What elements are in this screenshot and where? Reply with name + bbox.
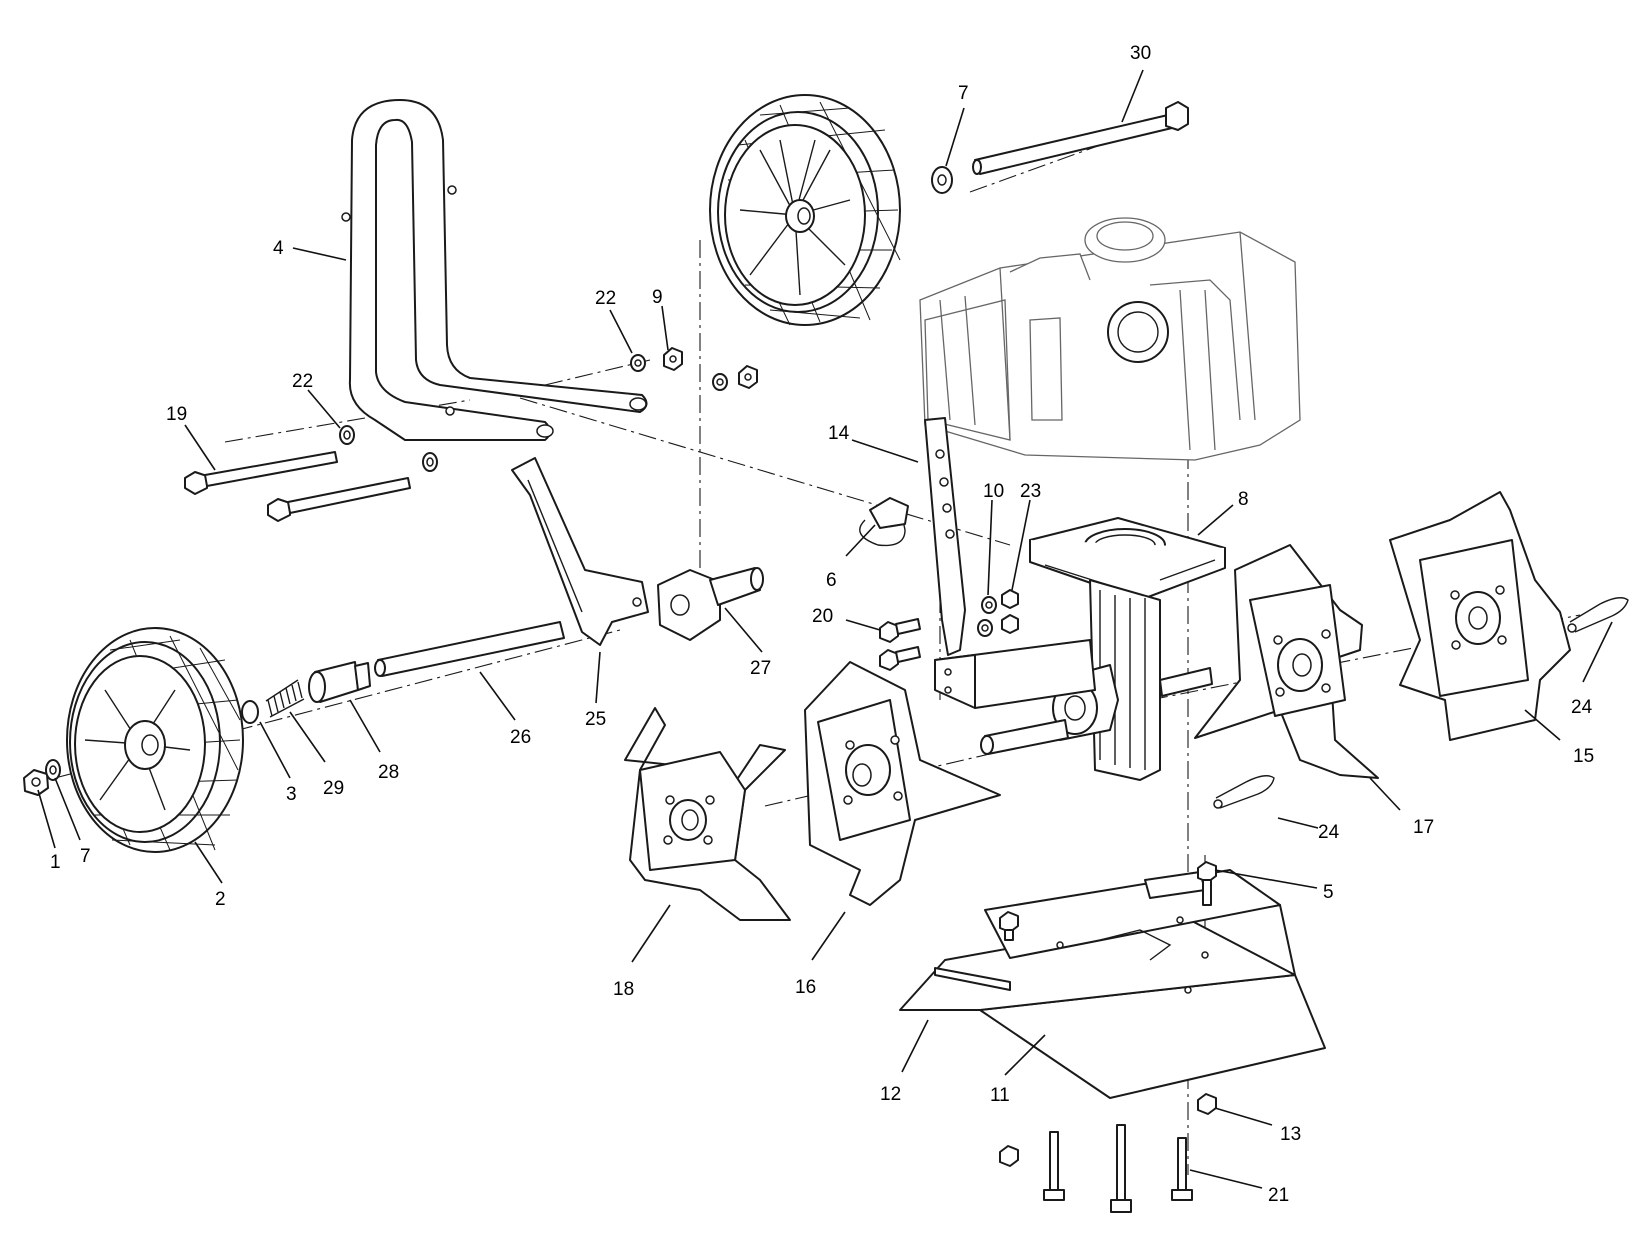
washer-7-lower xyxy=(45,759,61,781)
pivot-block-27 xyxy=(657,567,764,641)
mounting-bracket xyxy=(934,639,1096,709)
hitch-pin-6 xyxy=(859,497,909,547)
nut-13 xyxy=(1197,1093,1217,1115)
bolts-21 xyxy=(1043,1124,1193,1213)
callout-14: 14 xyxy=(828,423,850,444)
bushing-28 xyxy=(308,661,371,703)
bolt-long-second xyxy=(267,477,411,522)
tine-15 xyxy=(1389,491,1571,741)
callout-3: 3 xyxy=(286,784,297,805)
depth-stake-14 xyxy=(924,417,966,656)
callout-22: 22 xyxy=(292,371,313,392)
callout-22: 22 xyxy=(595,288,616,309)
callout-24: 24 xyxy=(1571,697,1593,718)
callout-15: 15 xyxy=(1573,746,1594,767)
nuts-9 xyxy=(663,347,758,389)
callout-21: 21 xyxy=(1268,1185,1289,1206)
tine-17 xyxy=(1194,544,1379,779)
transmission-housing-8 xyxy=(1029,517,1226,781)
clip-pin-24-lower xyxy=(1213,775,1275,809)
ring-3 xyxy=(241,700,259,724)
axle-bolt-30 xyxy=(972,101,1189,175)
callout-4: 4 xyxy=(273,238,284,259)
wheel-lower xyxy=(66,627,244,853)
handle-bar xyxy=(341,99,648,441)
bolt-19 xyxy=(184,451,338,495)
bolt-5 xyxy=(1197,861,1217,906)
callout-23: 23 xyxy=(1020,481,1041,502)
bolts-20 xyxy=(879,618,921,671)
callout-28: 28 xyxy=(378,762,399,783)
washer-7-upper xyxy=(931,166,953,194)
callout-9: 9 xyxy=(652,287,663,308)
callout-29: 29 xyxy=(323,778,344,799)
callout-10: 10 xyxy=(983,481,1004,502)
callout-24: 24 xyxy=(1318,822,1340,843)
callout-6: 6 xyxy=(826,570,837,591)
callout-labels: 1 7 2 3 29 28 26 25 27 4 19 22 22 9 7 30… xyxy=(50,43,1594,1206)
callout-13: 13 xyxy=(1280,1124,1301,1145)
callout-7: 7 xyxy=(958,83,969,104)
callout-11: 11 xyxy=(990,1085,1010,1106)
engine xyxy=(919,217,1301,461)
callout-19: 19 xyxy=(166,404,187,425)
washers-22 xyxy=(339,354,728,472)
callout-20: 20 xyxy=(812,606,833,627)
callout-26: 26 xyxy=(510,727,531,748)
clip-pin-24-right xyxy=(1567,597,1629,633)
callout-27: 27 xyxy=(750,658,771,679)
depth-bar-25 xyxy=(511,457,649,646)
callout-25: 25 xyxy=(585,709,606,730)
callout-2: 2 xyxy=(215,889,226,910)
output-shaft xyxy=(980,719,1069,755)
axle-nut-1 xyxy=(23,769,49,796)
callout-18: 18 xyxy=(613,979,634,1000)
tine-18 xyxy=(624,707,791,921)
callout-7: 7 xyxy=(80,846,91,867)
washer-10-nut-23 xyxy=(977,589,1019,637)
tine-16 xyxy=(804,661,1001,906)
callout-30: 30 xyxy=(1130,43,1151,64)
nut-small-left xyxy=(999,1145,1019,1167)
spring-29 xyxy=(265,679,305,718)
callout-17: 17 xyxy=(1413,817,1434,838)
callout-8: 8 xyxy=(1238,489,1249,510)
wheel-upper xyxy=(709,94,901,326)
callout-5: 5 xyxy=(1323,882,1334,903)
axle-shaft-26 xyxy=(374,621,565,677)
shield-11 xyxy=(979,904,1326,1099)
callout-1: 1 xyxy=(50,852,61,873)
bolt-left-shield xyxy=(999,911,1019,941)
callout-16: 16 xyxy=(795,977,816,998)
leader-lines xyxy=(37,69,1613,1189)
callout-12: 12 xyxy=(880,1084,901,1105)
